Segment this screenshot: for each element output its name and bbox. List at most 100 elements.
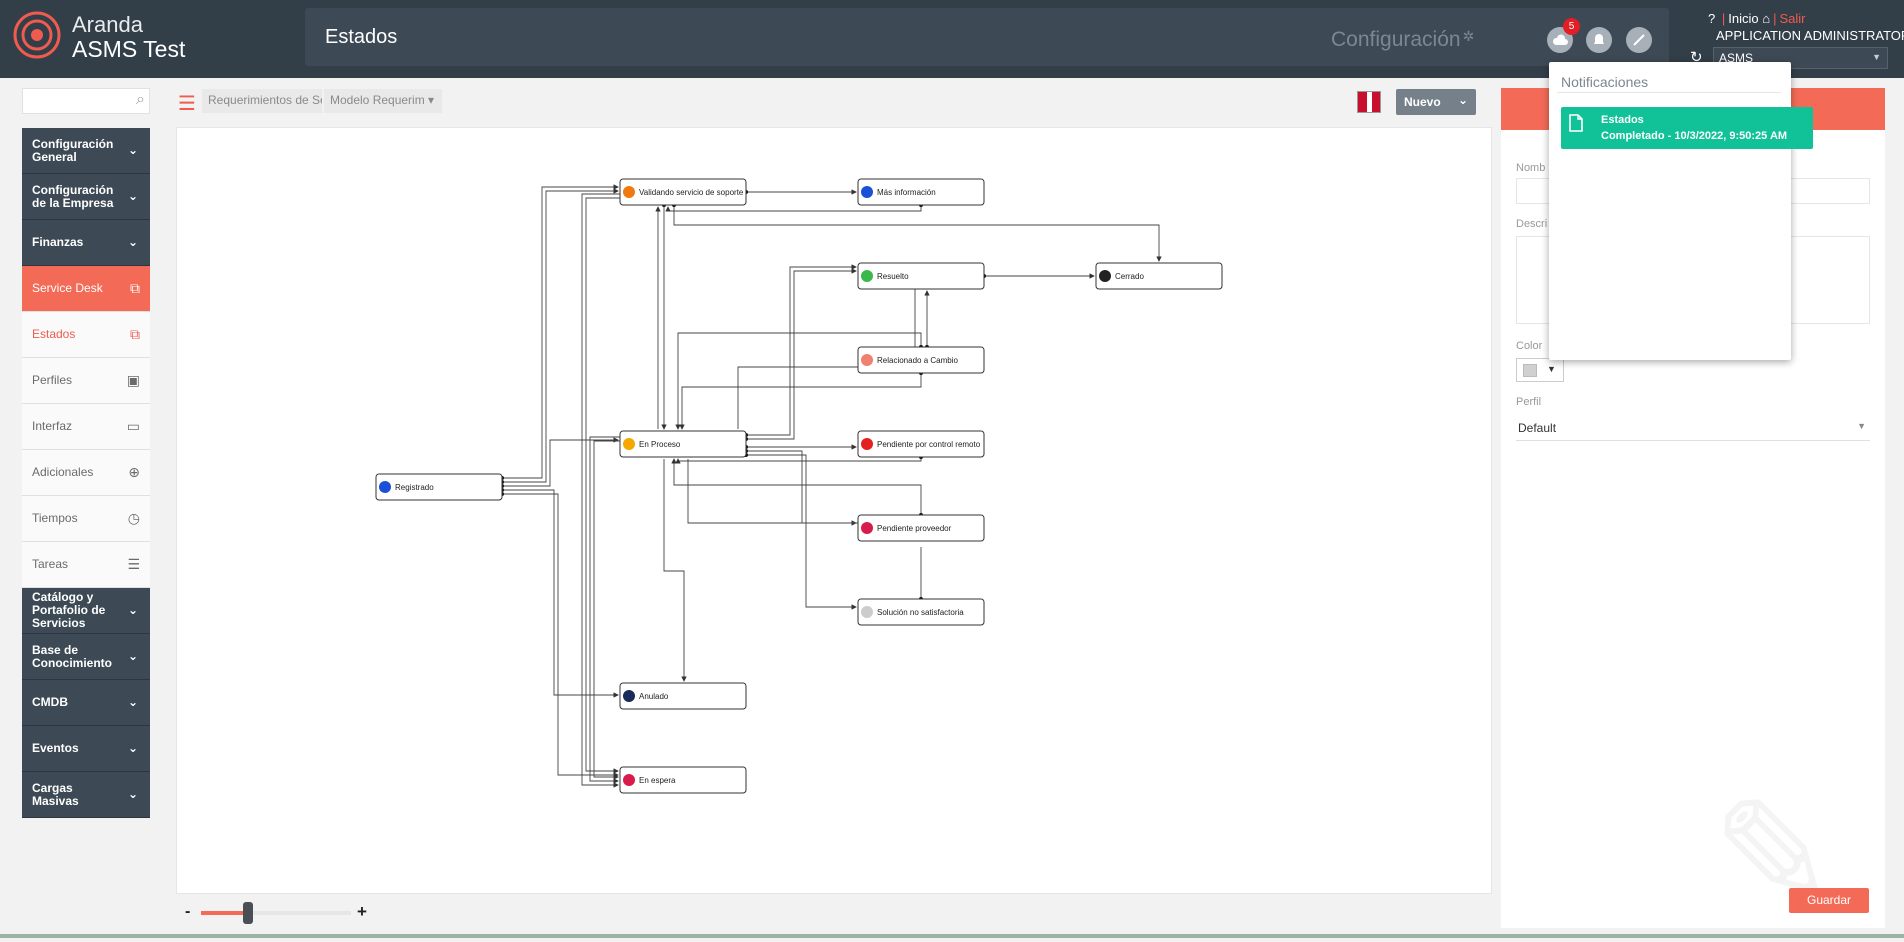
color-picker[interactable]: ▼	[1516, 358, 1564, 382]
cloud-download-button[interactable]	[1547, 27, 1573, 53]
state-node-registrado[interactable]: Registrado	[375, 473, 503, 501]
notification-item[interactable]: Estados Completado - 10/3/2022, 9:50:25 …	[1561, 107, 1813, 149]
transition-edge	[502, 184, 619, 479]
clipboard-user-icon: ▣	[126, 372, 140, 388]
edit-watermark-icon: ✎	[1711, 770, 1837, 938]
bottom-status-bar	[0, 934, 1904, 938]
sidebar-search-input[interactable]: ⌕	[22, 88, 150, 114]
state-node-masinfo[interactable]: Más información	[857, 178, 985, 206]
transition-edge	[746, 450, 857, 526]
zoom-in-button[interactable]: +	[357, 902, 367, 921]
sidebar-item-configuración-de-la-empresa[interactable]: Configuración de la Empresa⌄	[22, 174, 150, 220]
chevron-down-icon: ⌄	[127, 235, 138, 249]
sidebar-item-adicionales[interactable]: Adicionales⊕	[22, 450, 150, 496]
user-name: APPLICATION ADMINISTRATOR	[1716, 28, 1904, 43]
sidebar-item-tareas[interactable]: Tareas ☰	[22, 542, 150, 588]
sidebar-item-estados[interactable]: Estados⧉	[22, 312, 150, 358]
transition-edge	[593, 440, 620, 780]
chevron-down-icon: ⌄	[127, 189, 138, 203]
state-node-enespera[interactable]: En espera	[619, 766, 747, 794]
brand-product: ASMS Test	[72, 36, 186, 62]
sidebar-item-interfaz[interactable]: Interfaz▭	[22, 404, 150, 450]
state-color-dot	[861, 186, 873, 198]
sidebar-item-label: Base de Conocimiento	[32, 642, 112, 670]
chevron-down-icon: ⌄	[127, 649, 138, 663]
state-node-label: Pendiente por control remoto	[877, 440, 981, 449]
state-node-solucion[interactable]: Solución no satisfactoria	[857, 598, 985, 626]
configuration-link[interactable]: Configuración✲	[1331, 28, 1474, 52]
perfil-select[interactable]: Default▼	[1516, 415, 1870, 441]
sidebar-item-base-de-conocimiento[interactable]: Base de Conocimiento ⌄	[22, 634, 150, 680]
sidebar-item-cargas-masivas[interactable]: Cargas Masivas⌄	[22, 772, 150, 818]
language-flag-icon[interactable]	[1357, 91, 1381, 113]
stopwatch-icon: ◷	[127, 510, 140, 526]
notification-title: Estados	[1601, 114, 1644, 126]
zoom-out-button[interactable]: -	[185, 903, 191, 920]
diagram-canvas[interactable]: Registrado Validando servicio de soporte M…	[176, 127, 1492, 894]
breadcrumb-model-select[interactable]: Modelo Requerim ▾	[324, 89, 442, 113]
state-color-dot	[623, 438, 635, 450]
state-node-cerrado[interactable]: Cerrado	[1095, 262, 1223, 290]
transition-edge	[671, 458, 922, 515]
transition-edge	[673, 205, 1162, 262]
state-node-label: Cerrado	[1115, 272, 1144, 281]
home-icon[interactable]: ⌂	[1762, 11, 1771, 26]
document-icon	[1569, 114, 1583, 138]
state-node-relacionado[interactable]: Relacionado a Cambio	[857, 346, 985, 374]
user-avatar-button[interactable]	[1626, 27, 1652, 53]
zoom-slider-handle[interactable]	[243, 902, 253, 924]
state-color-dot	[623, 774, 635, 786]
zoom-slider[interactable]	[201, 902, 351, 924]
breadcrumb-service-select[interactable]: Requerimientos de Se	[202, 89, 322, 113]
transition-edge	[746, 454, 857, 610]
sidebar-item-label: Perfiles	[32, 373, 73, 387]
help-icon[interactable]: ?	[1708, 11, 1716, 26]
sidebar-item-cmdb[interactable]: CMDB⌄	[22, 680, 150, 726]
state-node-label: Pendiente proveedor	[877, 524, 952, 533]
transition-edge	[687, 459, 922, 524]
sidebar-item-label: Tiempos	[32, 511, 78, 525]
refresh-icon[interactable]: ↻	[1690, 49, 1703, 66]
state-node-enproceso[interactable]: En Proceso	[619, 430, 747, 458]
transition-edge	[663, 459, 687, 682]
sidebar-item-label: Service Desk	[32, 281, 103, 295]
sidebar-item-catálogo-y-portafolio-de-servicios[interactable]: Catálogo y Portafolio de Servicios⌄	[22, 588, 150, 634]
hamburger-menu-icon[interactable]: ☰	[178, 93, 196, 115]
salir-link[interactable]: Salir	[1779, 11, 1806, 26]
sidebar-item-label: Tareas	[32, 557, 69, 571]
state-node-resuelto[interactable]: Resuelto	[857, 262, 985, 290]
bell-button[interactable]	[1586, 27, 1612, 53]
sidebar-item-service-desk[interactable]: Service Desk⧉	[22, 266, 150, 312]
state-node-anulado[interactable]: Anulado	[619, 682, 747, 710]
configuration-label: Configuración	[1331, 28, 1461, 51]
state-color-dot	[861, 354, 873, 366]
state-node-validando[interactable]: Validando servicio de soporte	[619, 178, 747, 206]
transition-edge	[502, 489, 619, 698]
gear-icon: ✲	[1462, 28, 1475, 44]
sidebar-item-perfiles[interactable]: Perfiles ▣	[22, 358, 150, 404]
nuevo-button[interactable]: Nuevo⌄	[1396, 89, 1476, 115]
state-node-label: En espera	[639, 776, 676, 785]
state-node-pendcontrol[interactable]: Pendiente por control remoto	[857, 430, 985, 458]
page-title: Estados	[325, 26, 398, 48]
chevron-down-icon: ⌄	[1457, 93, 1468, 107]
sidebar-item-tiempos[interactable]: Tiempos ◷	[22, 496, 150, 542]
state-node-label: En Proceso	[639, 440, 681, 449]
environment-select[interactable]: ASMS▼	[1713, 47, 1888, 69]
sidebar-item-finanzas[interactable]: Finanzas ⌄	[22, 220, 150, 266]
sidebar-item-label: Eventos	[32, 741, 79, 755]
chevron-down-icon: ⌄	[127, 787, 138, 801]
sidebar-item-eventos[interactable]: Eventos⌄	[22, 726, 150, 772]
state-node-pendprov[interactable]: Pendiente proveedor	[857, 514, 985, 542]
inicio-link[interactable]: Inicio	[1728, 11, 1759, 26]
guardar-button[interactable]: Guardar	[1789, 888, 1869, 913]
monitor-icon: ▭	[126, 418, 140, 434]
tasks-icon: ☰	[127, 556, 140, 572]
bell-icon	[1594, 34, 1604, 44]
sidebar-item-configuración-general[interactable]: Configuración General⌄	[22, 128, 150, 174]
state-color-dot	[861, 522, 873, 534]
sidebar-item-label: Finanzas	[32, 235, 84, 249]
notification-count-badge: 5	[1563, 18, 1580, 35]
chevron-down-icon: ▼	[1857, 421, 1866, 431]
transition-edge	[737, 289, 916, 429]
